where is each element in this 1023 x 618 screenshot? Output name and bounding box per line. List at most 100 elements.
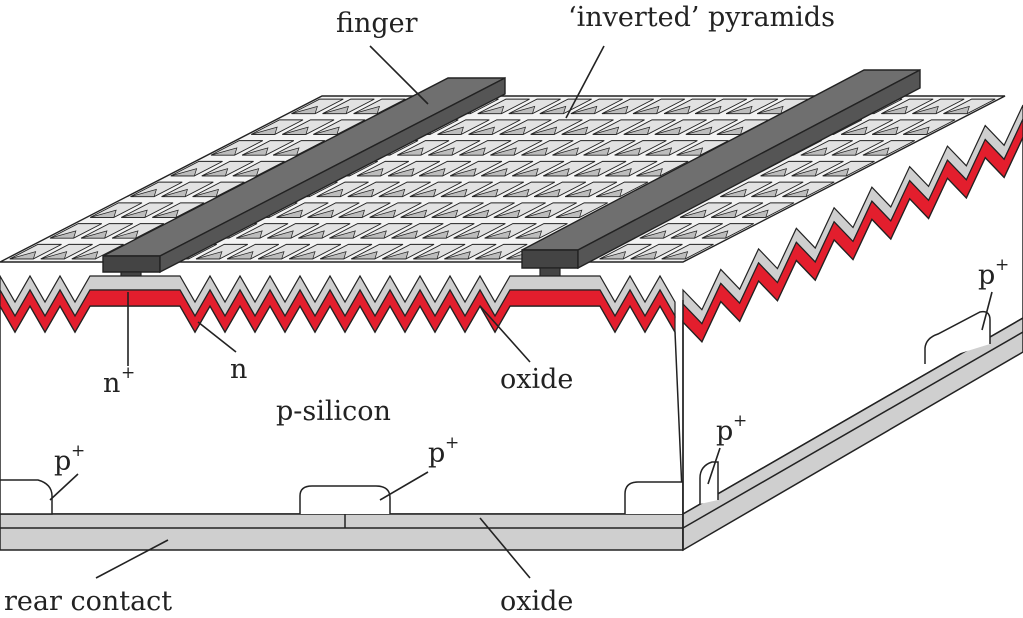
label-p-silicon: p-silicon [276,396,391,427]
pyramid-face [751,188,778,197]
label-n: n [230,354,247,385]
pyramid-face [419,168,446,177]
pyramid-face [320,251,347,260]
pyramid-face [701,230,729,239]
pyramid-face [329,230,356,239]
pyramid-face [201,168,229,177]
p-plus-region-mid [299,485,391,514]
pyramid-face [170,168,198,177]
pyramid-face [282,126,309,135]
pyramid-face [338,209,366,218]
pyramid-face [720,188,747,197]
pyramid-face [680,209,707,218]
pyramid-face [524,209,552,218]
pyramid-face [499,126,527,135]
pyramid-face [565,188,592,197]
label-p-plus-mid: p [428,438,445,469]
pyramid-face [351,251,378,260]
pyramid-face [391,230,418,239]
label-p-plus-left-sup: + [71,441,85,461]
pyramid-face [862,147,890,156]
pyramid-face [661,251,689,260]
pyramid-face [695,105,722,114]
label-oxide-rear: oxide [500,586,573,617]
pyramid-face [654,126,682,135]
pyramid-face [347,188,375,197]
pyramid-face [800,147,828,156]
pyramid-face [400,209,428,218]
pyramid-face [422,230,449,239]
pyramid-face [636,168,663,177]
pyramid-face [632,105,660,114]
label-n-plus: n [103,368,120,399]
pyramid-face [236,230,263,239]
pyramid-face [232,168,260,177]
pyramid-face [360,230,387,239]
pyramid-face [539,105,567,114]
pyramid-face [508,105,536,114]
pyramid-face [90,209,117,218]
pyramid-face [251,126,278,135]
pyramid-face [502,188,530,197]
pyramid-face [711,209,738,218]
pyramid-face [49,230,77,239]
p-plus-region-right [624,481,684,514]
pyramid-face [195,251,223,260]
pyramid-face [258,251,285,260]
pyramid-face [462,209,490,218]
pyramid-face [831,147,859,156]
pyramid-face [112,230,139,239]
pyramid-face [521,147,548,156]
pyramid-face [289,251,316,260]
pyramid-face [276,209,303,218]
pyramid-face [409,188,437,197]
pyramid-face [316,188,344,197]
label-rear-contact: rear contact [4,586,172,617]
pyramid-face [872,126,899,135]
p-plus-region-left [0,479,53,515]
pyramid-face [298,230,325,239]
pyramid-face [273,147,300,156]
pyramid-face [534,188,561,197]
pyramid-face [685,126,713,135]
pyramid-face [130,188,157,197]
pyramid-face [267,230,294,239]
pyramid-face [444,251,471,260]
pyramid-face [431,209,459,218]
label-p-plus-left: p [54,446,71,477]
pyramid-face [428,147,455,156]
pyramid-face [605,168,632,177]
label-inverted-pyramids: ‘inverted’ pyramids [568,2,835,33]
pyramid-face [912,105,939,114]
pyramid-face [630,251,658,260]
pyramid-face [716,126,744,135]
pyramid-face [574,168,601,177]
pyramid-face [356,168,384,177]
pyramid-face [530,126,558,135]
label-finger: finger [336,8,418,39]
pyramid-face [515,230,543,239]
label-p-plus-side: p [716,416,733,447]
pyramid-face [663,105,691,114]
finger-right [521,68,921,283]
pyramid-face [353,105,381,114]
pyramid-face [601,105,629,114]
pyramid-face [313,126,340,135]
front-n-layer [0,288,676,335]
pyramid-face [822,168,850,177]
rear-contact-layer [0,513,684,551]
pyramid-face [459,147,486,156]
label-oxide-front: oxide [500,364,573,395]
pyramid-face [152,209,179,218]
pyramid-face [943,105,970,114]
pyramid-face [71,251,99,260]
pyramid-face [450,168,477,177]
pyramid-face [378,188,406,197]
pyramid-face [512,168,539,177]
pyramid-face [561,126,589,135]
label-n-plus-sup: + [121,363,135,383]
pyramid-face [841,126,868,135]
front-cross-section [0,274,684,551]
labels: finger ‘inverted’ pyramids n + n oxide p… [4,2,1009,617]
